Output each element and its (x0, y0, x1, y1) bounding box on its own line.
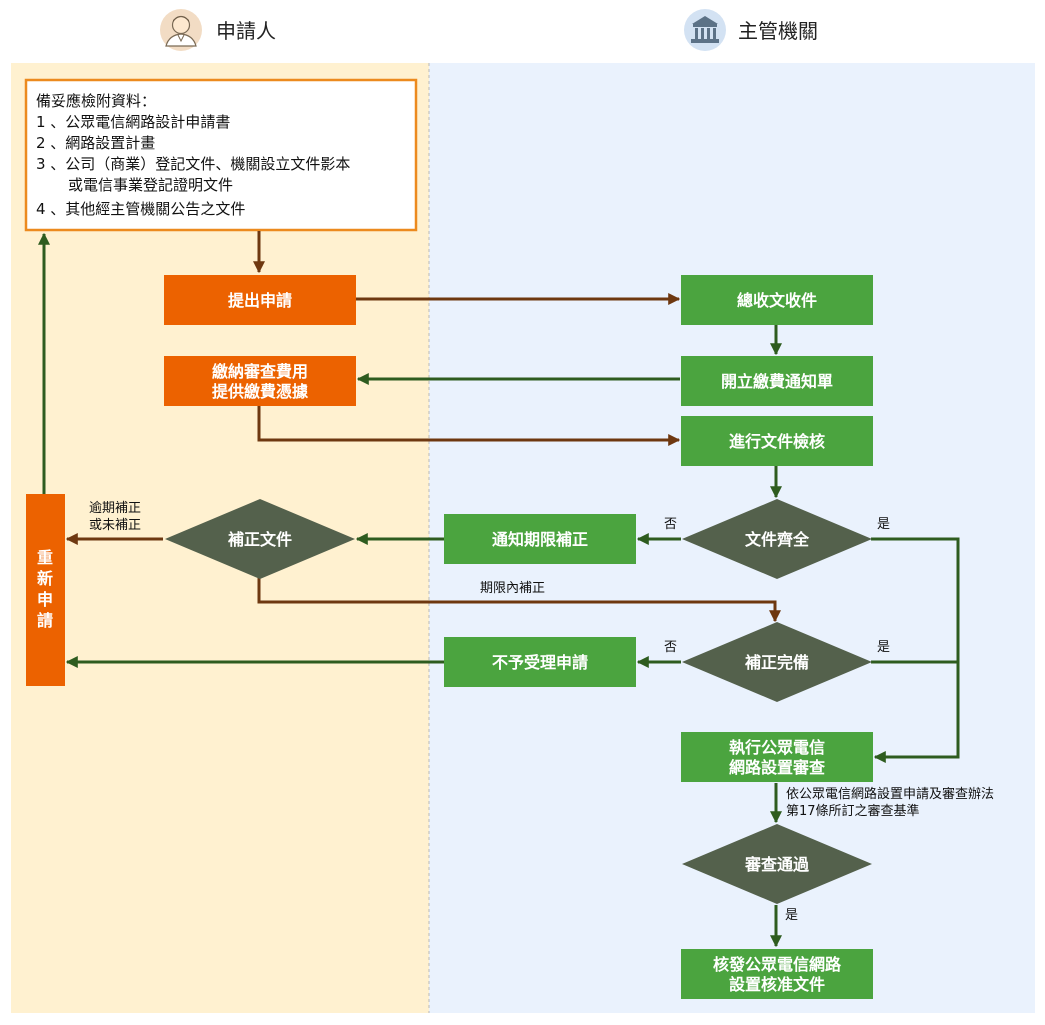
documents-complete-decision: 文件齊全 (682, 499, 872, 579)
overdue-label-line2: 或未補正 (89, 518, 141, 533)
issue-payment-notice-node: 開立繳費通知單 (681, 356, 873, 406)
submit-application-label: 提出申請 (228, 291, 292, 310)
lane-header-applicant: 申請人 (160, 9, 276, 51)
doc-line-2: 2 、網路設置計畫 (36, 134, 155, 152)
reject-application-label: 不予受理申請 (492, 653, 588, 672)
correction-complete-label: 補正完備 (744, 653, 809, 672)
arrow-complete-yes-to-review (871, 537, 960, 763)
doc-line-4: 或電信事業登記證明文件 (68, 176, 233, 194)
lane-header-authority: 主管機關 (684, 9, 818, 51)
document-check-node: 進行文件檢核 (681, 416, 873, 466)
review-pass-yes-label: 是 (785, 908, 798, 923)
execute-review-label-line2: 網路設置審查 (729, 758, 825, 777)
receive-document-label: 總收文收件 (737, 291, 817, 310)
reapply-char-4: 請 (37, 611, 53, 630)
execute-review-label-line1: 執行公眾電信 (729, 738, 825, 757)
review-criteria-line2: 第17條所訂之審查基準 (786, 803, 920, 819)
arrow-pay-to-check (257, 406, 681, 446)
pay-fee-label-line1: 繳納審查費用 (212, 362, 308, 381)
pay-fee-label-line2: 提供繳費憑據 (212, 382, 309, 401)
required-documents-box: 備妥應檢附資料： 1 、公眾電信網路設計申請書 2 、網路設置計畫 3 、公司（… (24, 78, 418, 232)
reapply-char-1: 重 (37, 548, 53, 567)
issue-approval-label-line1: 核發公眾電信網路 (713, 955, 842, 974)
receive-document-node: 總收文收件 (681, 275, 873, 325)
document-check-label: 進行文件檢核 (729, 432, 825, 451)
correct-documents-decision: 補正文件 (165, 499, 355, 579)
issue-payment-notice-label: 開立繳費通知單 (721, 372, 833, 391)
notify-correction-label: 通知期限補正 (492, 530, 588, 549)
overdue-label-line1: 逾期補正 (89, 501, 141, 516)
correct-documents-label: 補正文件 (227, 530, 292, 549)
person-icon (160, 9, 202, 51)
doc-line-1: 1 、公眾電信網路設計申請書 (36, 113, 230, 131)
submit-application-node: 提出申請 (164, 275, 356, 325)
reapply-char-2: 新 (37, 569, 53, 588)
review-passed-decision: 審查通過 (682, 824, 872, 904)
doc-line-3: 3 、公司（商業）登記文件、機關設立文件影本 (36, 155, 350, 173)
review-criteria-line1: 依公眾電信網路設置申請及審查辦法 (786, 786, 994, 802)
execute-review-node: 執行公眾電信 網路設置審查 (681, 732, 873, 782)
lane-title-authority: 主管機關 (738, 19, 818, 43)
documents-complete-label: 文件齊全 (745, 530, 810, 549)
correction-yes-label: 是 (877, 640, 890, 655)
reapply-node: 重 新 申 請 (26, 494, 65, 686)
docs-yes-label: 是 (877, 517, 890, 532)
docs-no-label: 否 (664, 517, 677, 532)
within-deadline-label: 期限內補正 (480, 581, 545, 596)
pay-fee-node: 繳納審查費用 提供繳費憑據 (164, 356, 356, 406)
notify-correction-node: 通知期限補正 (444, 514, 636, 564)
issue-approval-label-line2: 設置核准文件 (729, 975, 825, 994)
government-building-icon (684, 9, 726, 51)
issue-approval-node: 核發公眾電信網路 設置核准文件 (681, 949, 873, 999)
reject-application-node: 不予受理申請 (444, 637, 636, 687)
correction-no-label: 否 (664, 640, 677, 655)
arrow-correct-to-complete (257, 578, 781, 623)
lane-title-applicant: 申請人 (216, 19, 276, 43)
doc-line-5: 4 、其他經主管機關公告之文件 (36, 200, 245, 218)
correction-complete-decision: 補正完備 (682, 622, 872, 702)
review-passed-label: 審查通過 (744, 855, 810, 874)
doc-line-0: 備妥應檢附資料： (36, 92, 156, 110)
reapply-char-3: 申 (37, 590, 53, 609)
